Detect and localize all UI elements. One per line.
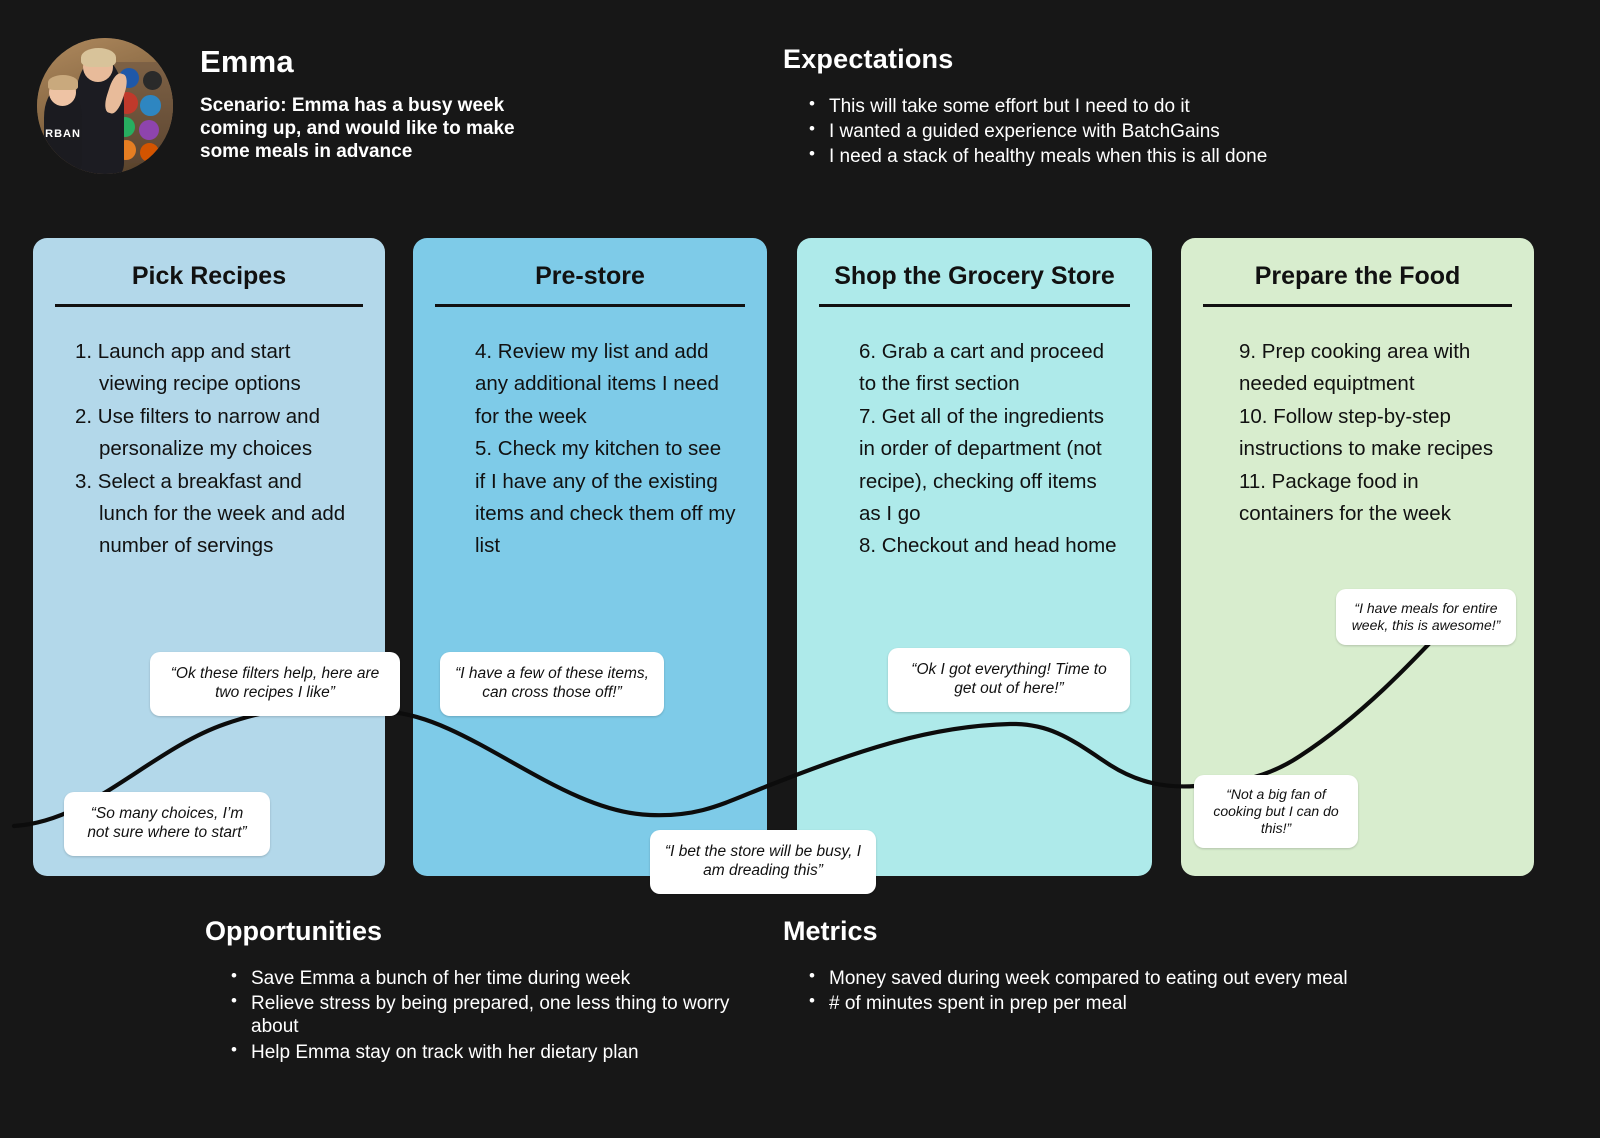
quote-bubble: “I have a few of these items, can cross … — [440, 652, 664, 716]
list-item: 5. Check my kitchen to see if I have any… — [475, 437, 736, 558]
quote-bubble: “So many choices, I’m not sure where to … — [64, 792, 270, 856]
list-item: 10. Follow step-by-step instructions to … — [1239, 404, 1494, 461]
quote-bubble: “I bet the store will be busy, I am drea… — [650, 830, 876, 894]
list-item: 9. Prep cooking area with needed equiptm… — [1239, 340, 1471, 396]
persona-name: Emma — [200, 44, 294, 79]
quote-bubble: “I have meals for entire week, this is a… — [1336, 589, 1516, 646]
list-item: 6. Grab a cart and proceed to the first … — [859, 340, 1105, 396]
list-item: 1. Launch app and start viewing recipe o… — [75, 340, 301, 396]
list-item: Save Emma a bunch of her time during wee… — [227, 966, 745, 990]
persona-block: RBAN Emma Scenario: Emma has a busy week… — [37, 30, 767, 190]
list-item: Relieve stress by being prepared, one le… — [227, 991, 745, 1038]
metrics-heading: Metrics — [783, 916, 878, 946]
list-item: This will take some effort but I need to… — [805, 94, 1423, 118]
metrics-list: Money saved during week compared to eati… — [805, 966, 1383, 1015]
list-item: 8. Checkout and head home — [859, 534, 1117, 558]
list-item: Money saved during week compared to eati… — [805, 966, 1383, 990]
list-item: 3. Select a breakfast and lunch for the … — [75, 469, 346, 558]
expectations-section: Expectations This will take some effort … — [783, 44, 1423, 171]
persona-scenario: Scenario: Emma has a busy week coming up… — [200, 95, 515, 163]
phase-card-shop-grocery-store[interactable]: Shop the Grocery Store 6. Grab a cart an… — [797, 238, 1152, 876]
phase-steps: 1. Launch app and start viewing recipe o… — [33, 336, 385, 563]
list-item: 7. Get all of the ingredients in order o… — [859, 404, 1105, 525]
phase-steps: 9. Prep cooking area with needed equiptm… — [1181, 336, 1534, 530]
quote-bubble: “Ok I got everything! Time to get out of… — [888, 648, 1130, 712]
avatar: RBAN — [37, 38, 173, 174]
list-item: 4. Review my list and add any additional… — [475, 340, 719, 428]
list-item: Help Emma stay on track with her dietary… — [227, 1040, 745, 1064]
divider — [55, 304, 363, 307]
divider — [1203, 304, 1512, 307]
list-item: 11. Package food in containers for the w… — [1239, 469, 1451, 525]
phase-card-pre-store[interactable]: Pre-store 4. Review my list and add any … — [413, 238, 767, 876]
quote-bubble: “Not a big fan of cooking but I can do t… — [1194, 775, 1358, 849]
list-item: # of minutes spent in prep per meal — [805, 991, 1383, 1015]
expectations-heading: Expectations — [783, 44, 954, 74]
divider — [435, 304, 745, 307]
phase-title: Shop the Grocery Store — [834, 262, 1115, 290]
avatar-shirt-text: RBAN — [45, 127, 81, 140]
divider — [819, 304, 1130, 307]
phase-title: Pre-store — [535, 262, 645, 290]
opportunities-heading: Opportunities — [205, 916, 382, 946]
expectations-list: This will take some effort but I need to… — [805, 94, 1423, 169]
metrics-section: Metrics Money saved during week compared… — [783, 916, 1383, 1017]
opportunities-section: Opportunities Save Emma a bunch of her t… — [205, 916, 745, 1066]
list-item: 2. Use filters to narrow and personalize… — [75, 404, 320, 461]
opportunities-list: Save Emma a bunch of her time during wee… — [227, 966, 745, 1064]
quote-bubble: “Ok these filters help, here are two rec… — [150, 652, 400, 716]
list-item: I wanted a guided experience with BatchG… — [805, 119, 1423, 143]
phase-title: Pick Recipes — [131, 262, 287, 290]
phase-steps: 6. Grab a cart and proceed to the first … — [797, 336, 1152, 563]
phase-title: Prepare the Food — [1254, 262, 1461, 290]
phase-card-pick-recipes[interactable]: Pick Recipes 1. Launch app and start vie… — [33, 238, 385, 876]
phase-steps: 4. Review my list and add any additional… — [413, 336, 767, 563]
list-item: I need a stack of healthy meals when thi… — [805, 144, 1423, 168]
